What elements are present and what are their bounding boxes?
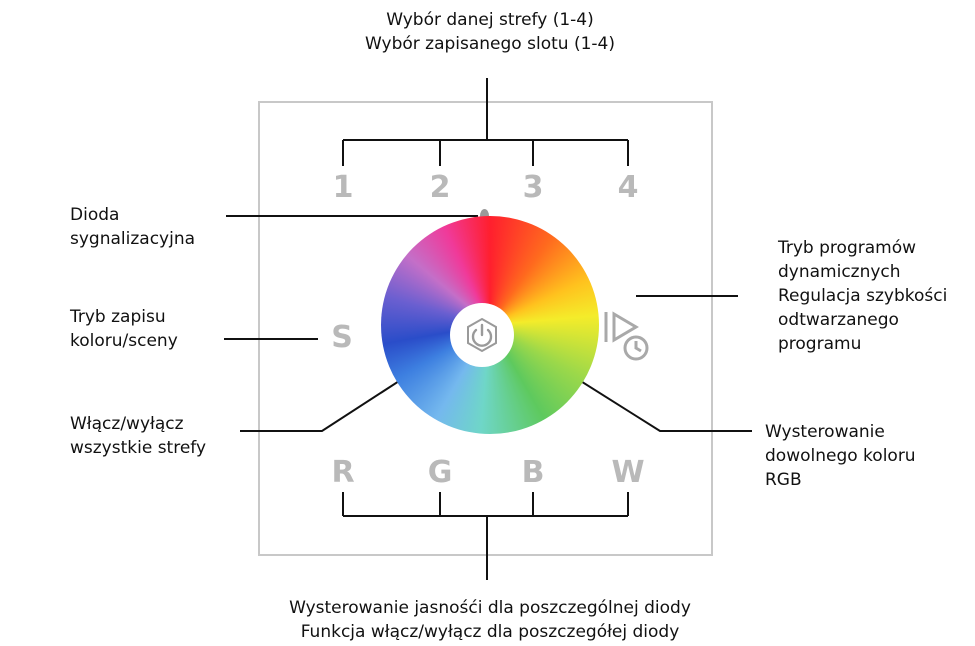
led-label-line1: Dioda [70, 205, 120, 225]
zone-key-3[interactable]: 3 [522, 170, 544, 205]
top-label: Wybór danej strefy (1-4) Wybór zapisaneg… [330, 8, 650, 56]
program-label: Tryb programów dynamicznych Regulacja sz… [778, 236, 947, 356]
save-label: Tryb zapisu koloru/sceny [70, 305, 178, 353]
program-label-line1: Tryb programów [778, 238, 917, 258]
program-label-line2: dynamicznych [778, 262, 901, 282]
power-label-line2: wszystkie strefy [70, 438, 207, 458]
key-b[interactable]: B [521, 455, 545, 490]
power-button[interactable] [450, 303, 514, 367]
led-label: Dioda sygnalizacyjna [70, 203, 195, 251]
bottom-label: Wysterowanie jasnośći dla poszczególnej … [230, 596, 750, 644]
power-label-line1: Włącz/wyłącz [70, 414, 184, 434]
program-button[interactable] [602, 308, 656, 366]
key-g[interactable]: G [427, 455, 453, 490]
play-clock-icon [604, 311, 649, 361]
save-label-line2: koloru/sceny [70, 331, 178, 351]
power-icon [467, 317, 497, 353]
top-label-line2: Wybór zapisanego slotu (1-4) [365, 34, 615, 54]
program-label-line3: Regulacja szybkości [778, 286, 948, 306]
controller-panel [258, 101, 713, 556]
rgb-label: Wysterowanie dowolnego koloru RGB [765, 420, 916, 492]
led-label-line2: sygnalizacyjna [70, 229, 196, 249]
program-label-line5: programu [778, 334, 862, 354]
top-label-line1: Wybór danej strefy (1-4) [386, 10, 594, 30]
bottom-label-line2: Funkcja włącz/wyłącz dla poszczegółej di… [300, 622, 680, 642]
key-r[interactable]: R [331, 455, 355, 490]
rgb-label-line1: Wysterowanie [765, 422, 885, 442]
zone-key-1[interactable]: 1 [332, 170, 354, 205]
save-key-s[interactable]: S [331, 320, 353, 355]
power-label: Włącz/wyłącz wszystkie strefy [70, 412, 206, 460]
zone-key-4[interactable]: 4 [617, 170, 639, 205]
rgb-label-line3: RGB [765, 470, 802, 490]
bottom-label-line1: Wysterowanie jasnośći dla poszczególnej … [289, 598, 691, 618]
rgb-label-line2: dowolnego koloru [765, 446, 916, 466]
key-w[interactable]: W [611, 455, 645, 490]
save-label-line1: Tryb zapisu [70, 307, 166, 327]
program-label-line4: odtwarzanego [778, 310, 899, 330]
zone-key-2[interactable]: 2 [429, 170, 451, 205]
